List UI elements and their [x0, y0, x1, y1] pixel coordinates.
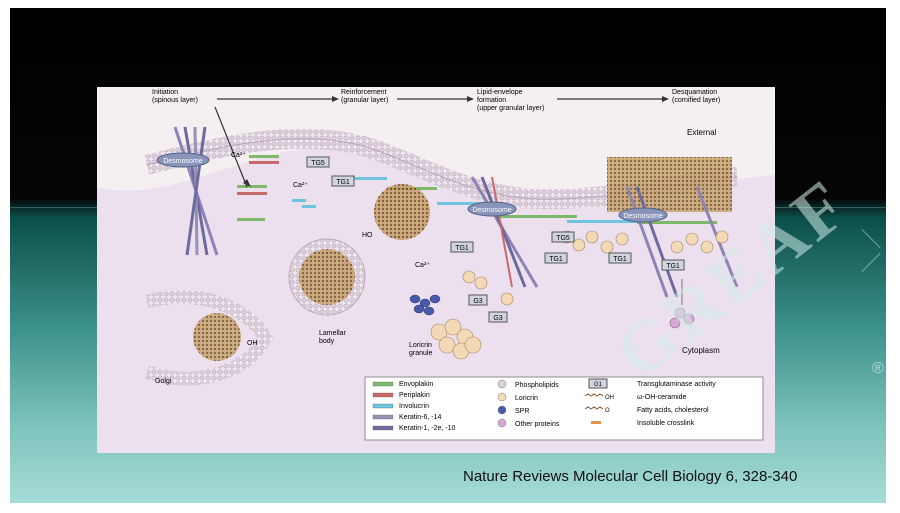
desmosome-plaque [467, 201, 517, 217]
arrow-head [243, 179, 251, 187]
lipid-cluster [374, 184, 430, 240]
legend-label: Transglutaminase activity [637, 381, 716, 388]
legend-symbol [591, 421, 601, 424]
golgi-apparatus [144, 289, 273, 386]
legend-swatch [372, 403, 394, 409]
svg-text:TG1: TG1 [336, 179, 350, 186]
registered-mark: ® [872, 360, 884, 377]
legend-symbol: OH [584, 393, 614, 401]
legend-label: Periplakin [399, 392, 430, 399]
legend-label: Other proteins [515, 421, 560, 428]
loricrin-icon [497, 392, 507, 402]
legend-col1: EnvoplakinPeriplakinInvolucrinKeratin-6,… [372, 381, 456, 432]
hydroxyl-label: HO [362, 232, 373, 239]
legend-label: Loricrin [515, 395, 538, 402]
citation: Nature Reviews Molecular Cell Biology 6,… [463, 468, 798, 485]
svg-text:G1: G1 [594, 382, 603, 388]
legend-label: Involucrin [399, 403, 429, 410]
legend-label: SPR [515, 408, 529, 415]
desmosome-plaque [618, 207, 668, 223]
legend-swatch [372, 381, 394, 387]
desmosome-label: Desmosome [163, 158, 202, 165]
tg-box-tg5: TG5 [306, 156, 330, 168]
svg-text:TG1: TG1 [666, 263, 680, 270]
svg-text:O: O [605, 408, 610, 414]
tg-box-tg1: TG1 [608, 252, 632, 264]
external-label: External [687, 128, 717, 137]
svg-text:G3: G3 [473, 298, 482, 305]
spr-cluster [409, 294, 441, 316]
svg-text:OH: OH [605, 395, 614, 401]
other-proteins [669, 307, 695, 329]
stage-label: Initiation(spinous layer) [152, 89, 198, 104]
desmosome-label: Desmosome [472, 207, 511, 214]
legend-label: Keratin-6, -14 [399, 414, 442, 421]
legend-label: Phospholipids [515, 382, 559, 389]
legend-symbol: G1 [588, 378, 608, 389]
calcium-label: Ca²⁺ [415, 262, 430, 269]
legend-swatch [372, 414, 394, 420]
cytoplasm-label: Cytoplasm [682, 346, 720, 355]
svg-text:G3: G3 [493, 315, 502, 322]
tg-box-tg1: TG1 [450, 241, 474, 253]
svg-text:TG1: TG1 [613, 256, 627, 263]
svg-text:TG5: TG5 [311, 160, 325, 167]
loricrin-aggregates [560, 230, 729, 254]
cornified-envelope-diagram: Desmosome TG5 TG1 Ca²⁺ Ca²⁺ HO Ca²⁺ D [97, 87, 775, 453]
tg-box-tg1: TG1 [544, 252, 568, 264]
legend-label: Fatty acids, cholesterol [637, 407, 709, 414]
calcium-label: Ca²⁺ [231, 152, 246, 159]
stage-label: Reinforcement(granular layer) [341, 89, 388, 104]
svg-text:TG5: TG5 [556, 235, 570, 242]
legend: EnvoplakinPeriplakinInvolucrinKeratin-6,… [364, 376, 764, 441]
legend-label: Insoluble crosslink [637, 420, 695, 427]
lipid-envelope-layer [607, 157, 732, 212]
svg-text:TG1: TG1 [455, 245, 469, 252]
svg-text:TG1: TG1 [549, 256, 563, 263]
stage-arrows [217, 96, 669, 102]
other-protein-icon [497, 418, 507, 428]
pathway-arrow [214, 106, 248, 188]
tg-box-g3: G3 [488, 311, 508, 323]
stage-label: Desquamation(cornified layer) [672, 89, 720, 104]
tg-box-g3: G3 [468, 294, 488, 306]
keratin-bundle [173, 126, 219, 256]
keratin-bundle [470, 176, 539, 288]
legend-swatch [372, 392, 394, 398]
spr-icon [497, 405, 507, 415]
calcium-label: Ca²⁺ [293, 182, 308, 189]
desmosome-label: Desmosome [623, 213, 662, 220]
legend-label: ω-OH-ceramide [637, 394, 687, 401]
tg-box-tg1: TG1 [331, 175, 355, 187]
golgi-label: Golgi [155, 378, 172, 385]
tg-box-tg5: TG5 [551, 231, 575, 243]
legend-label: Envoplakin [399, 381, 433, 388]
loricrin-aggregates [462, 270, 514, 306]
loricrin-granule [430, 318, 482, 360]
legend-swatch [372, 425, 394, 431]
tg-box-tg1: TG1 [661, 259, 685, 271]
legend-symbol: O [584, 406, 610, 414]
hydroxyl-label: OH [247, 340, 258, 347]
phospholipid-icon [497, 379, 507, 389]
desmosome-plaque [156, 152, 210, 168]
legend-label: Keratin-1, -2e, -10 [399, 425, 456, 432]
